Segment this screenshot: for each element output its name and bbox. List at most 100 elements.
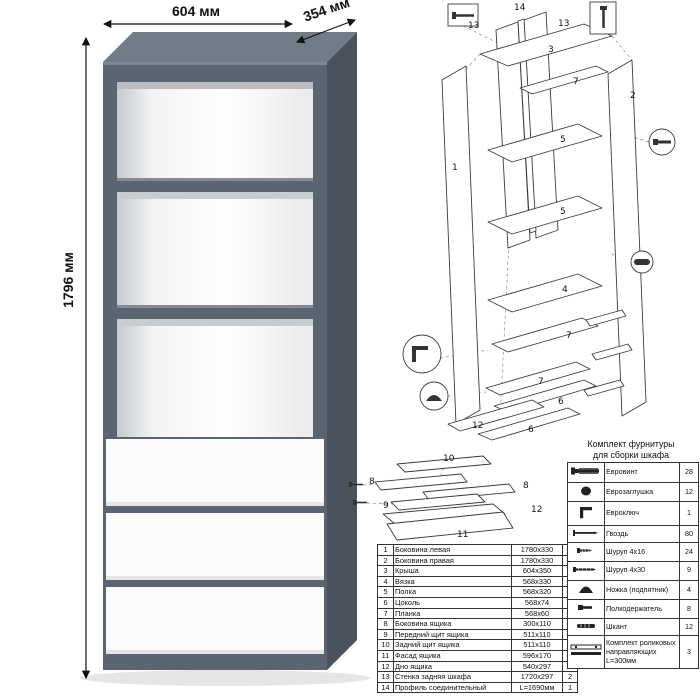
hardware-qty-cell: 1 bbox=[679, 501, 699, 526]
cabinet-top-face bbox=[103, 32, 357, 62]
part-qty-cell: 1 bbox=[562, 681, 578, 694]
part-size-cell: 604x350 bbox=[511, 565, 563, 577]
part-number-label: 11 bbox=[457, 530, 468, 540]
part-name-cell: Фасад ящика bbox=[393, 649, 512, 662]
cabinet-body bbox=[103, 32, 357, 670]
shelf-support-icon bbox=[567, 599, 605, 619]
part-size-cell: 568x320 bbox=[511, 586, 563, 598]
part-number-cell: 13 bbox=[377, 671, 394, 683]
part-name-cell: Цоколь bbox=[393, 596, 512, 609]
parts-table-row: 6Цоколь568x742 bbox=[377, 596, 578, 609]
part-size-cell: 596x170 bbox=[511, 649, 563, 662]
hardware-name-cell: Шуруп 4x30 bbox=[604, 560, 680, 581]
part-number-cell: 12 bbox=[377, 660, 394, 673]
cabinet-render: 604 мм 354 мм 1796 мм bbox=[60, 0, 370, 686]
drawer-fronts bbox=[106, 439, 324, 654]
part-name-cell: Вязка bbox=[393, 575, 512, 588]
part-number-label: 10 bbox=[443, 454, 455, 464]
screw-icon bbox=[567, 542, 605, 562]
drawer-parts bbox=[349, 455, 516, 541]
part-number-cell: 2 bbox=[377, 554, 394, 567]
part-size-cell: L=1690мм bbox=[511, 681, 563, 694]
part-name-cell: Боковина ящика bbox=[393, 618, 512, 630]
part-number-label: 3 bbox=[548, 45, 554, 55]
part-number-cell: 7 bbox=[377, 607, 394, 620]
cabinet-side-face bbox=[327, 32, 357, 670]
part-name-cell: Задний щит ящика bbox=[393, 639, 512, 651]
part-number-label: 8 bbox=[369, 477, 375, 487]
eurocap-icon bbox=[567, 481, 605, 503]
width-dimension-label: 604 мм bbox=[172, 3, 220, 19]
part-number-label: 1 bbox=[452, 163, 458, 173]
parts-table-row: 4Вязка568x3302 bbox=[377, 575, 578, 588]
part-number-cell: 9 bbox=[377, 628, 394, 641]
part-name-cell: Дно ящика bbox=[393, 660, 512, 673]
hardware-qty-cell: 80 bbox=[679, 524, 699, 544]
part-size-cell: 300x110 bbox=[511, 618, 563, 630]
hardware-kit-title-line1: Комплект фурнитуры bbox=[587, 439, 675, 449]
shelf-compartments bbox=[117, 82, 313, 437]
hardware-name-cell: Евроключ bbox=[604, 501, 680, 526]
part-number-label: 7 bbox=[538, 377, 544, 387]
part-size-cell: 1780x330 bbox=[511, 554, 563, 567]
hardware-qty-cell: 3 bbox=[679, 635, 699, 670]
part-name-cell: Стенка задняя шкафа bbox=[393, 671, 512, 683]
shelf-edges bbox=[117, 178, 313, 319]
part-number-cell: 5 bbox=[377, 586, 394, 598]
euroscrew-icon bbox=[567, 462, 605, 483]
hardware-name-cell: Комплект роликовых направляющих L=300мм bbox=[604, 635, 680, 670]
part-number-label: 4 bbox=[562, 285, 568, 295]
part-number-label: 13 bbox=[468, 21, 479, 31]
parts-table-row: 3Крыша604x3501 bbox=[377, 565, 578, 577]
part-name-cell: Боковина правая bbox=[393, 554, 512, 567]
parts-table-row: 5Полка568x3202 bbox=[377, 586, 578, 598]
hardware-qty-cell: 24 bbox=[679, 542, 699, 562]
hardware-name-cell: Гвоздь bbox=[604, 524, 680, 544]
part-number-cell: 10 bbox=[377, 639, 394, 651]
part-size-cell: 511x110 bbox=[511, 639, 563, 651]
hardware-qty-cell: 12 bbox=[679, 617, 699, 637]
part-number-label: 8 bbox=[523, 481, 529, 491]
exploded-parts bbox=[441, 11, 647, 441]
dowel-icon bbox=[567, 617, 605, 637]
hardware-qty-cell: 12 bbox=[679, 481, 699, 503]
hardware-name-cell: Евровинт bbox=[604, 462, 680, 483]
part-size-cell: 511x110 bbox=[511, 628, 563, 641]
part-number-label: 14 bbox=[514, 3, 526, 13]
part-number-label: 9 bbox=[383, 501, 389, 511]
hardware-qty-cell: 28 bbox=[679, 462, 699, 483]
hardware-kit-title-line2: для сборки шкафа bbox=[592, 449, 670, 460]
eurokey-callout-circle bbox=[402, 334, 442, 374]
part-name-cell: Профиль соединительный bbox=[393, 681, 512, 694]
part-size-cell: 540x297 bbox=[511, 660, 563, 673]
part-name-cell: Полка bbox=[393, 586, 512, 598]
part-number-label: 6 bbox=[558, 397, 564, 407]
screw-long-icon bbox=[567, 560, 605, 581]
part-number-cell: 6 bbox=[377, 596, 394, 609]
part-name-cell: Передний щит ящика bbox=[393, 628, 512, 641]
floor-shadow bbox=[80, 670, 370, 686]
part-number-label: 5 bbox=[560, 135, 566, 145]
hardware-kit-title: Комплект фурнитуры для сборки шкафа bbox=[564, 439, 698, 460]
